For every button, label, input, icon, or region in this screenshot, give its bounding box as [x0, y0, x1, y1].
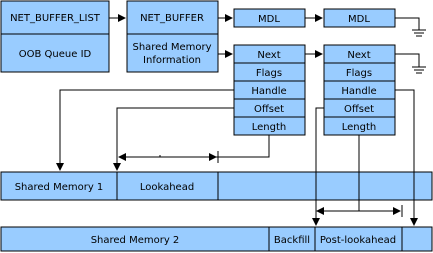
mdl-right-next-label: Next [347, 50, 370, 61]
shared-memory-1-bar: Shared Memory 1 Lookahead [0, 171, 433, 201]
mdl-label-1: MDL [258, 14, 280, 25]
null-terminator-mdl-right-next [395, 53, 426, 74]
arrow-right-offset-to-post-lookahead [312, 107, 324, 226]
arrow-left-offset-to-lookahead [113, 107, 234, 171]
arrow-left-handle-to-shared-memory-1 [56, 89, 234, 171]
net-buffer-list-title: NET_BUFFER_LIST [10, 13, 101, 24]
net-buffer-box [126, 0, 219, 35]
shared-memory-info-box [126, 33, 219, 73]
shared-memory-2-remainder [401, 226, 433, 252]
shared-memory-2-bar: Shared Memory 2 Backfill Post-lookahead [0, 226, 433, 252]
post-lookahead-label: Post-lookahead [320, 235, 396, 246]
oob-queue-id-label: OOB Queue ID [19, 49, 92, 60]
mdl-chain-top: MDL MDL [233, 8, 396, 28]
shared-memory-info-line2: Information [143, 55, 201, 66]
mdl-right-flags-label: Flags [346, 68, 372, 79]
mdl-left-flags-label: Flags [256, 68, 282, 79]
length-dimensions [116, 135, 403, 217]
mdl-right-length-label: Length [342, 122, 377, 133]
post-lookahead-segment [314, 226, 403, 252]
shared-memory-1-remainder [217, 171, 433, 201]
mdl-left-stack: Next Flags Handle Offset Length [233, 44, 306, 136]
lookahead-label: Lookahead [140, 182, 194, 193]
null-terminators [395, 17, 426, 74]
mdl-left-next-label: Next [257, 50, 280, 61]
net-buffer-list-box [0, 0, 110, 35]
shared-memory-1-segment [0, 171, 118, 201]
shared-memory-1-label: Shared Memory 1 [15, 182, 104, 193]
null-terminator-mdl-top [395, 17, 426, 37]
mdl-right-offset-label: Offset [344, 104, 374, 115]
oob-queue-id-box [0, 33, 110, 73]
shared-memory-2-label: Shared Memory 2 [91, 235, 180, 246]
shared-memory-2-segment [0, 226, 270, 252]
shared-memory-info-line1: Shared Memory [132, 42, 211, 53]
backfill-segment [268, 226, 316, 252]
mdl-left-handle-label: Handle [251, 86, 286, 97]
net-buffer-list-struct: NET_BUFFER_LIST OOB Queue ID [0, 0, 110, 73]
mdl-left-length-label: Length [252, 122, 287, 133]
net-buffer-title: NET_BUFFER [140, 13, 204, 24]
mdl-right-handle-label: Handle [341, 86, 376, 97]
mdl-right-stack: Next Flags Handle Offset Length [323, 44, 396, 136]
left-length-leader [159, 135, 270, 158]
backfill-label: Backfill [274, 235, 310, 246]
pointer-arrows [56, 14, 418, 226]
mdl-label-2: MDL [348, 14, 370, 25]
arrow-right-handle-to-shared-memory-2 [395, 89, 418, 226]
mdl-left-offset-label: Offset [254, 104, 284, 115]
net-buffer-struct: NET_BUFFER Shared Memory Information [126, 0, 219, 73]
